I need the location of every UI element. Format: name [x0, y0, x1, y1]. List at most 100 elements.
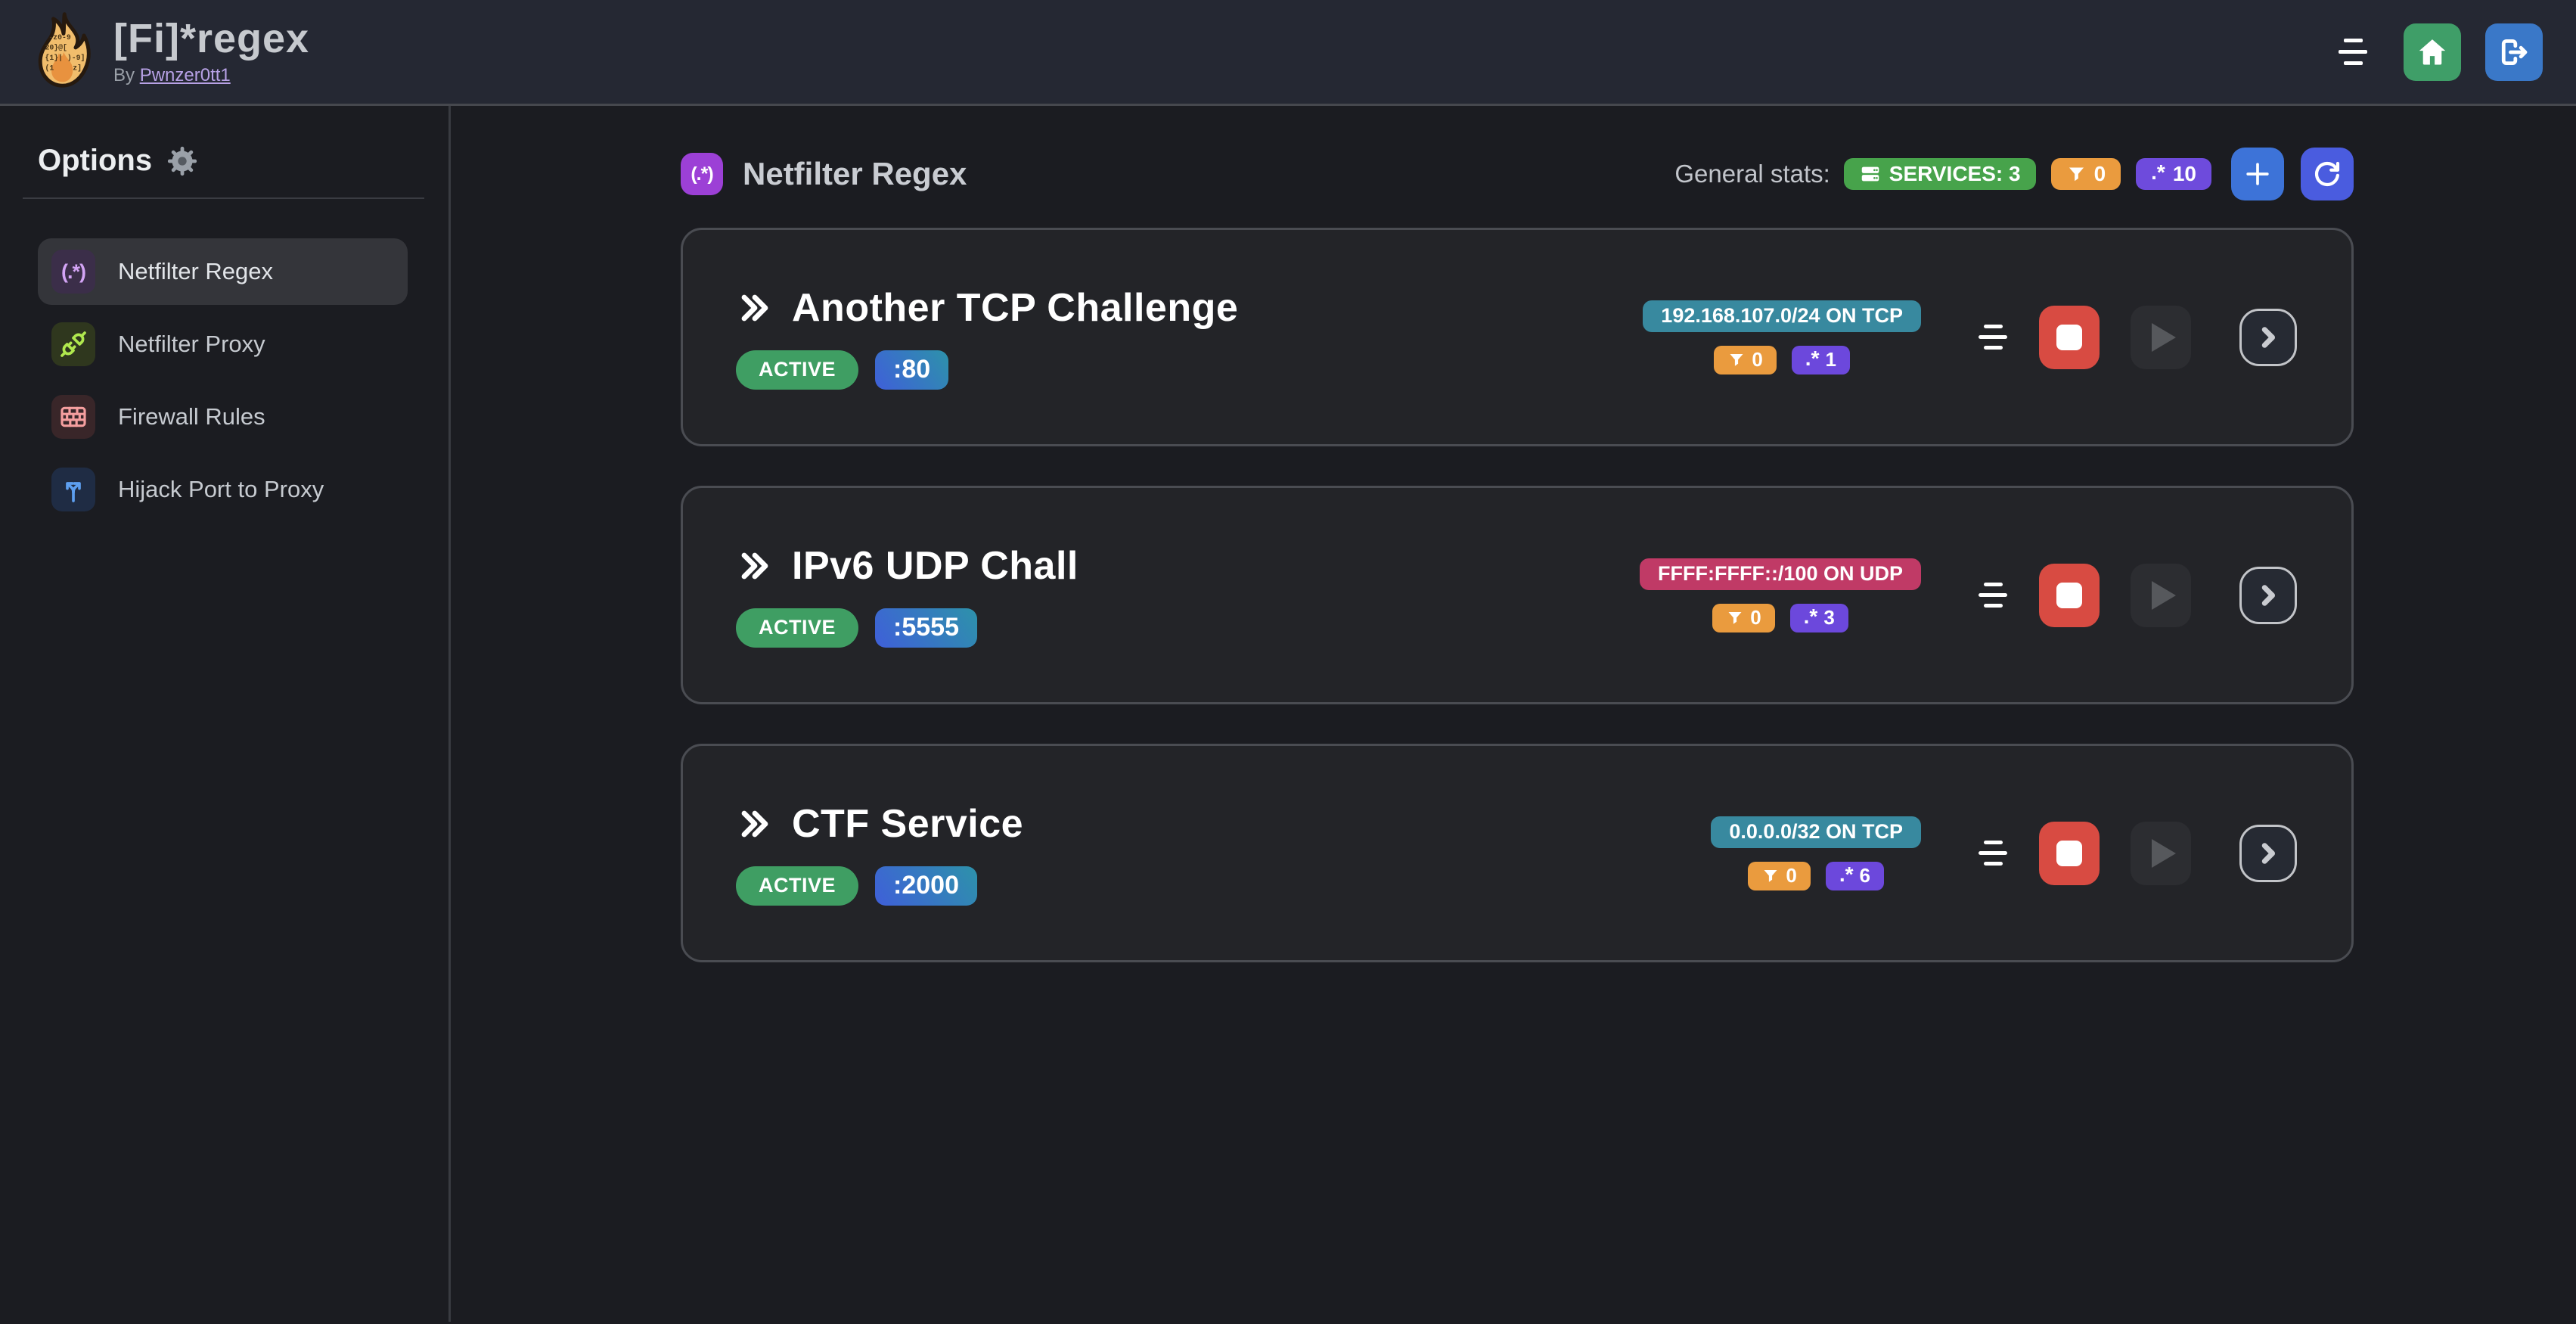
service-name: CTF Service	[792, 801, 1024, 846]
service-menu-icon[interactable]	[1979, 583, 2007, 608]
sidebar-item-label: Hijack Port to Proxy	[118, 476, 324, 502]
main-content: (.*) Netfilter Regex General stats:	[451, 106, 2576, 1322]
chevrons-right-icon	[736, 548, 772, 584]
svg-text:{1}|: {1}|	[45, 53, 63, 61]
play-button[interactable]	[2131, 821, 2191, 885]
service-card: IPv6 UDP Chall ACTIVE :5555 FFFF:FFFF::/…	[681, 486, 2354, 704]
open-service-button[interactable]	[2239, 308, 2297, 366]
byline-prefix: By	[113, 65, 135, 86]
stats-label: General stats:	[1674, 160, 1830, 188]
chevrons-right-icon	[736, 806, 772, 842]
dot-star-icon: .*	[1805, 346, 1820, 370]
section-title-group: (.*) Netfilter Regex	[681, 153, 967, 195]
service-actions: FFFF:FFFF::/100 ON UDP 0 .* 3	[1640, 558, 2297, 632]
regex-section-icon: (.*)	[681, 153, 723, 195]
service-card: CTF Service ACTIVE :2000 0.0.0.0/32 ON T…	[681, 744, 2354, 962]
sidebar-item-netfilter-proxy[interactable]: Netfilter Proxy	[38, 311, 408, 378]
service-actions: 0.0.0.0/32 ON TCP 0 .* 6	[1711, 816, 2297, 890]
refresh-icon	[2311, 158, 2343, 190]
sidebar-item-label: Firewall Rules	[118, 403, 265, 430]
options-sidebar: Options	[0, 106, 451, 1322]
stop-button[interactable]	[2039, 821, 2100, 885]
app-shell: Options	[0, 106, 2576, 1322]
play-icon	[2152, 838, 2176, 868]
chevron-right-icon	[2254, 323, 2283, 352]
regex-count-badge: .* 1	[1791, 345, 1850, 375]
flame-logo: -z0-9 20}@[ {1}| )-9] (1 z]	[38, 11, 91, 88]
service-info: IPv6 UDP Chall ACTIVE :5555	[736, 543, 1079, 648]
author-link[interactable]: Pwnzer0tt1	[139, 65, 231, 86]
regex-count-label: 1	[1825, 348, 1836, 371]
port-badge: :80	[875, 350, 949, 390]
filter-funnel-icon	[1761, 867, 1780, 885]
stop-icon	[2056, 324, 2082, 350]
home-icon	[2416, 36, 2449, 69]
brick-wall-icon	[51, 395, 95, 439]
status-badge: ACTIVE	[736, 866, 859, 906]
service-badges: 0.0.0.0/32 ON TCP 0 .* 6	[1711, 816, 1921, 890]
port-badge: :2000	[875, 866, 977, 906]
plug-connected-icon	[51, 322, 95, 366]
sidebar-heading: Options	[38, 144, 448, 178]
sidebar-item-netfilter-regex[interactable]: (.*) Netfilter Regex	[38, 238, 408, 305]
svg-text:-z0-9: -z0-9	[48, 33, 71, 41]
service-list: Another TCP Challenge ACTIVE :80 192.168…	[681, 228, 2354, 962]
play-icon	[2152, 322, 2176, 352]
service-badges: 192.168.107.0/24 ON TCP 0 .* 1	[1643, 300, 1921, 375]
service-menu-icon[interactable]	[1979, 325, 2007, 350]
sidebar-nav: (.*) Netfilter Regex Netfilter Proxy	[0, 238, 448, 523]
play-icon	[2152, 580, 2176, 610]
home-button[interactable]	[2404, 23, 2461, 81]
chevron-right-icon	[2254, 581, 2283, 610]
svg-text:20}@[: 20}@[	[45, 43, 67, 51]
menu-icon[interactable]	[2339, 39, 2367, 65]
gear-icon	[166, 145, 199, 178]
top-bar: -z0-9 20}@[ {1}| )-9] (1 z] [Fi]*regex B…	[0, 0, 2576, 106]
svg-text:)-9]: )-9]	[67, 53, 85, 61]
filtered-badge: 0	[1714, 345, 1777, 375]
service-badges: FFFF:FFFF::/100 ON UDP 0 .* 3	[1640, 558, 1921, 632]
filtered-total-label: 0	[2093, 162, 2106, 185]
add-service-button[interactable]	[2231, 148, 2284, 200]
filtered-count-label: 0	[1750, 606, 1761, 629]
section-header: (.*) Netfilter Regex General stats:	[681, 148, 2354, 200]
filtered-total-badge: 0	[2050, 158, 2121, 190]
stop-button[interactable]	[2039, 305, 2100, 369]
port-badge: :5555	[875, 608, 977, 648]
topbar-actions	[2339, 23, 2543, 81]
service-actions: 192.168.107.0/24 ON TCP 0 .* 1	[1643, 300, 2297, 375]
regex-count-label: 6	[1859, 864, 1870, 887]
sidebar-item-label: Netfilter Regex	[118, 258, 274, 284]
sidebar-divider	[23, 197, 424, 199]
sidebar-item-firewall-rules[interactable]: Firewall Rules	[38, 384, 408, 450]
filtered-count-label: 0	[1786, 864, 1797, 887]
refresh-button[interactable]	[2301, 148, 2354, 200]
filter-funnel-icon	[1727, 351, 1746, 369]
sidebar-heading-label: Options	[38, 144, 153, 177]
open-service-button[interactable]	[2239, 824, 2297, 882]
regex-count-badge: .* 6	[1825, 861, 1884, 890]
filtered-badge: 0	[1748, 861, 1811, 890]
sidebar-item-label: Netfilter Proxy	[118, 331, 265, 357]
general-stats: General stats:	[1674, 148, 2354, 200]
service-menu-icon[interactable]	[1979, 841, 2007, 866]
chevron-right-icon	[2254, 839, 2283, 868]
plus-icon	[2241, 157, 2274, 191]
filter-funnel-icon	[1726, 609, 1744, 627]
server-icon	[1859, 163, 1882, 185]
chevrons-right-icon	[736, 290, 772, 326]
filtered-badge: 0	[1712, 603, 1775, 632]
sidebar-item-hijack-port[interactable]: Hijack Port to Proxy	[38, 456, 408, 523]
service-name: IPv6 UDP Chall	[792, 543, 1079, 588]
stop-button[interactable]	[2039, 563, 2100, 627]
stop-icon	[2056, 840, 2082, 866]
play-button[interactable]	[2131, 305, 2191, 369]
play-button[interactable]	[2131, 563, 2191, 627]
section-title: Netfilter Regex	[743, 156, 967, 191]
arrows-split-icon	[51, 468, 95, 511]
service-info: Another TCP Challenge ACTIVE :80	[736, 285, 1238, 390]
logout-button[interactable]	[2485, 23, 2543, 81]
regex-total-label: 10	[2172, 162, 2196, 185]
open-service-button[interactable]	[2239, 566, 2297, 624]
svg-text:(1: (1	[45, 64, 54, 72]
